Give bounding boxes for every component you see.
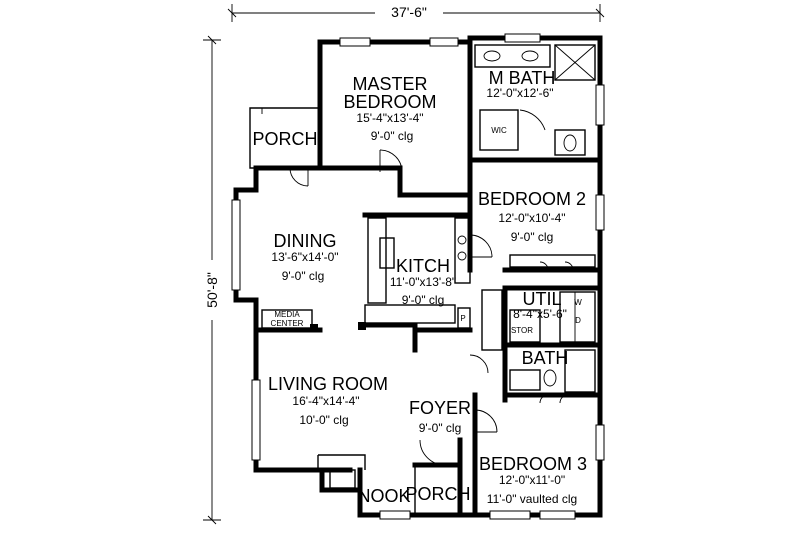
pantry-label: P	[460, 314, 465, 323]
kitchen-size: 11'-0"x13'-8"	[390, 275, 456, 289]
media-center-outline	[261, 309, 366, 332]
kitchen-fixtures	[364, 217, 503, 351]
kitchen-ceiling: 9'-0" clg	[402, 293, 445, 307]
media-center-label-line2: CENTER	[271, 319, 304, 328]
master-bath-size: 12'-0"x12'-6"	[486, 86, 553, 100]
master-bedroom-label-line2: BEDROOM	[343, 92, 436, 112]
wic-label: WIC	[491, 126, 507, 135]
util-bath-fixtures	[509, 254, 596, 393]
util-label: UTIL	[522, 289, 561, 309]
kitchen-label: KITCH	[396, 256, 450, 276]
living-room-ceiling: 10'-0" clg	[299, 413, 348, 427]
windows	[231, 33, 605, 520]
living-room-label: LIVING ROOM	[268, 374, 388, 394]
master-bedroom-label: MASTER	[352, 74, 427, 94]
master-bath-fixtures	[474, 44, 596, 156]
bedroom3-label: BEDROOM 3	[479, 454, 587, 474]
porch-side-label: PORCH	[252, 129, 317, 149]
master-bedroom-size: 15'-4"x13'-4"	[356, 111, 423, 125]
porch-front-label: PORCH	[405, 484, 470, 504]
bedroom2-ceiling: 9'-0" clg	[511, 230, 554, 244]
dining-label: DINING	[274, 231, 337, 251]
master-bedroom-ceiling: 9'-0" clg	[371, 129, 414, 143]
nook-label: NOOK	[357, 486, 410, 506]
master-bath-label: M BATH	[489, 68, 556, 88]
util-size: 8'-4"x5'-6"	[513, 307, 567, 321]
interior-walls	[253, 39, 603, 518]
bedroom3-ceiling: 11'-0" vaulted clg	[487, 492, 577, 506]
foyer-label: FOYER	[409, 398, 471, 418]
stor-label: STOR	[511, 326, 533, 335]
bedroom2-label: BEDROOM 2	[478, 189, 586, 209]
washer-label: W	[574, 298, 582, 307]
dining-ceiling: 9'-0" clg	[282, 269, 325, 283]
dryer-label: D	[575, 316, 581, 325]
bedroom3-size: 12'-0"x11'-0"	[499, 473, 565, 487]
width-dimension: 37'-6"	[391, 4, 427, 20]
dining-size: 13'-6"x14'-0"	[271, 250, 338, 264]
porch-side-outline	[249, 107, 320, 169]
bedroom2-size: 12'-0"x10'-4"	[498, 211, 565, 225]
bay-outline	[317, 454, 366, 489]
door-swings	[289, 149, 574, 466]
bath-label: BATH	[522, 348, 569, 368]
foyer-ceiling: 9'-0" clg	[419, 421, 462, 435]
depth-dimension: 50'-8"	[204, 272, 220, 308]
living-room-size: 16'-4"x14'-4"	[292, 394, 359, 408]
media-center-label: MEDIA	[274, 310, 300, 319]
